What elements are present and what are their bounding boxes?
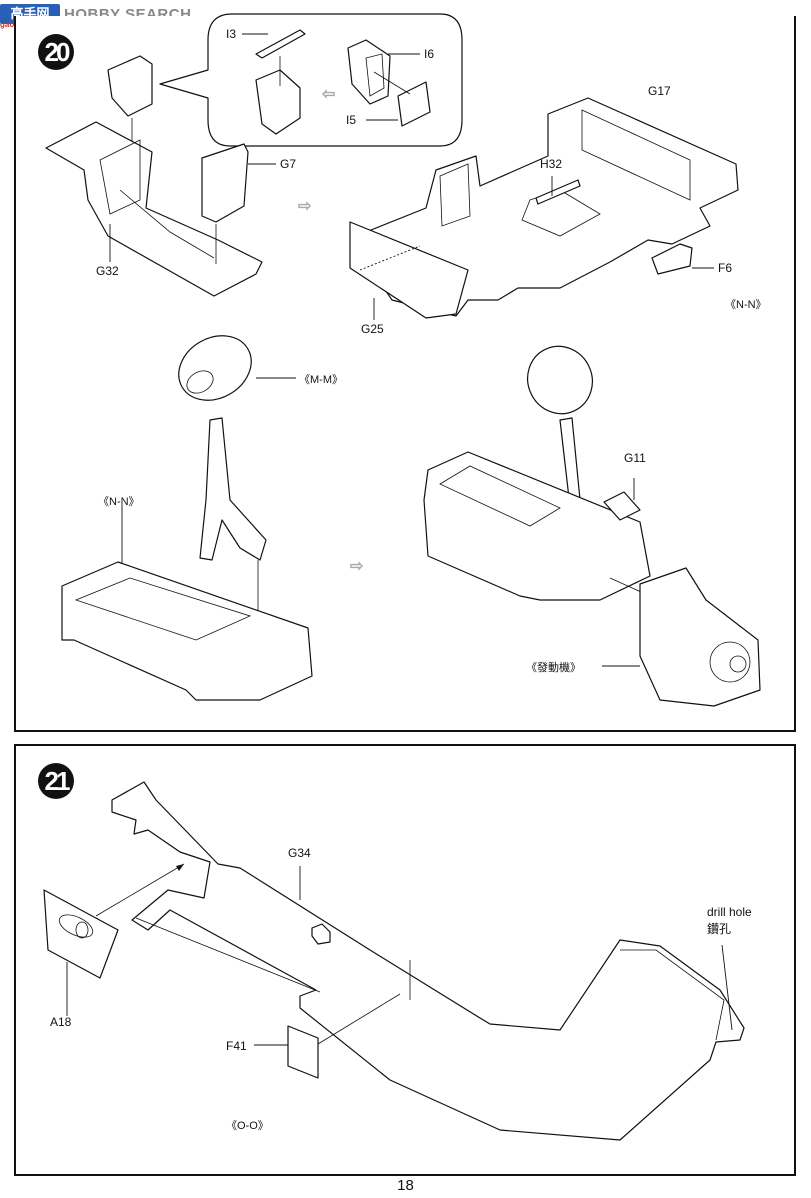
- label-nn-box: 《N-N》: [98, 496, 140, 508]
- part-f6: [651, 243, 693, 275]
- label-oo: 《O-O》: [226, 1120, 269, 1132]
- part-g25: [349, 221, 469, 319]
- part-g11: [603, 491, 641, 521]
- label-g34: G34: [288, 846, 311, 860]
- label-h32: H32: [540, 157, 563, 171]
- label-a18: A18: [50, 1015, 72, 1029]
- label-f6: F6: [718, 261, 733, 275]
- label-g7: G7: [280, 157, 297, 171]
- label-mm-gear: 《M-M》: [299, 374, 343, 386]
- step-21-number-badge: 21: [38, 763, 74, 799]
- label-drill-hole-en: drill hole: [707, 905, 752, 919]
- label-i6: I6: [424, 47, 435, 61]
- label-f41: F41: [226, 1039, 247, 1053]
- box-with-gear: [423, 451, 651, 601]
- part-f41: [287, 1025, 319, 1079]
- label-i5: I5: [346, 113, 357, 127]
- label-g25: G25: [361, 322, 384, 336]
- part-a18: [43, 889, 119, 979]
- label-engine: 《發動機》: [526, 662, 581, 674]
- wheel-mm: [178, 335, 252, 401]
- part-h32: [535, 179, 581, 205]
- label-i3: I3: [226, 27, 237, 41]
- part-i6: [347, 39, 391, 105]
- part-g34-fuselage: [111, 781, 745, 1141]
- part-i3: [255, 29, 306, 59]
- label-drill-hole-zh: 鑽孔: [707, 922, 732, 936]
- engine-assembly: [639, 567, 761, 707]
- seat-headrest: [107, 55, 153, 117]
- label-nn-floor: 《N-N》: [725, 299, 767, 311]
- tab-detail: [311, 923, 331, 945]
- part-g32-floor: [45, 121, 263, 297]
- box-nn-left: [61, 561, 313, 701]
- assembly-arrow-icon: ⇦: [322, 86, 336, 103]
- part-i5: [397, 81, 431, 127]
- gear-strut-mm: [199, 417, 267, 561]
- label-g11: G11: [624, 451, 646, 465]
- assembly-arrow-icon: ⇨: [350, 558, 364, 575]
- part-g7: [201, 143, 249, 223]
- detail-callout-bubble: [159, 13, 463, 147]
- step-20-number-badge: 20: [38, 34, 74, 70]
- assembly-arrow-icon: ⇨: [298, 198, 312, 215]
- label-g32: G32: [96, 264, 119, 278]
- wheel-assembled: [527, 345, 593, 415]
- label-g17: G17: [648, 84, 671, 98]
- page-number: 18: [397, 1177, 414, 1194]
